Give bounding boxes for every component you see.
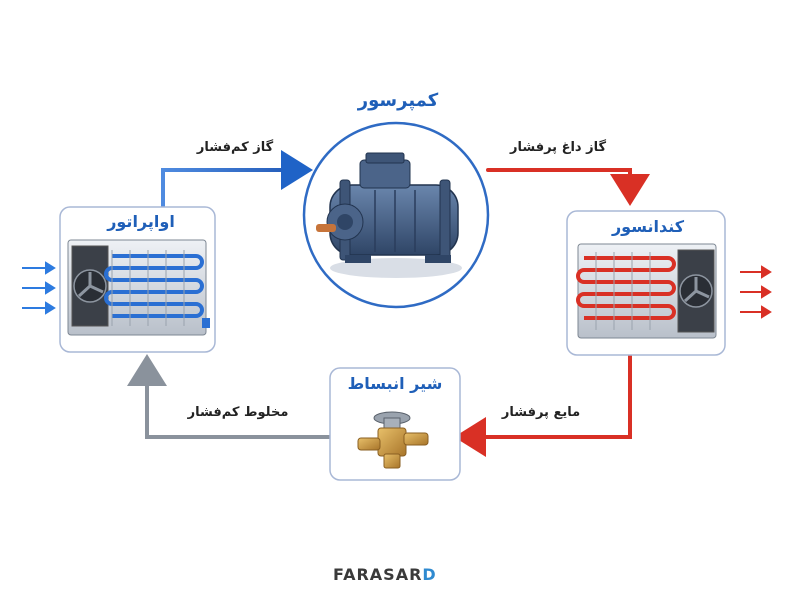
expansion-valve-title: شیر انبساط: [347, 374, 443, 393]
flow-comp-to-cond: [486, 168, 650, 206]
evaporator-title: اواپراتور: [107, 212, 175, 231]
hot-air-arrows: [740, 265, 772, 319]
condenser-title: کندانسور: [611, 217, 685, 236]
flow-label-low-pressure-gas: گاز کم‌فشار: [196, 140, 274, 155]
brand-logo: FARASARD: [333, 565, 437, 584]
condenser-node: [566, 210, 726, 356]
compressor-node: [302, 121, 490, 309]
cold-air-arrows: [22, 261, 56, 315]
flow-valve-to-evap: [127, 354, 332, 439]
flow-label-low-pressure-mixture: مخلوط کم‌فشار: [187, 405, 289, 420]
flow-label-high-pressure-liquid: مایع پرفشار: [501, 405, 581, 420]
expansion-valve-node: [329, 367, 461, 481]
flow-evap-to-comp: [161, 150, 313, 210]
evaporator-node: [59, 206, 216, 353]
compressor-title: کمپرسور: [357, 90, 439, 111]
flow-cond-to-valve: [454, 353, 632, 457]
flow-label-hot-high-pressure-gas: گاز داغ پرفشار: [509, 140, 607, 155]
